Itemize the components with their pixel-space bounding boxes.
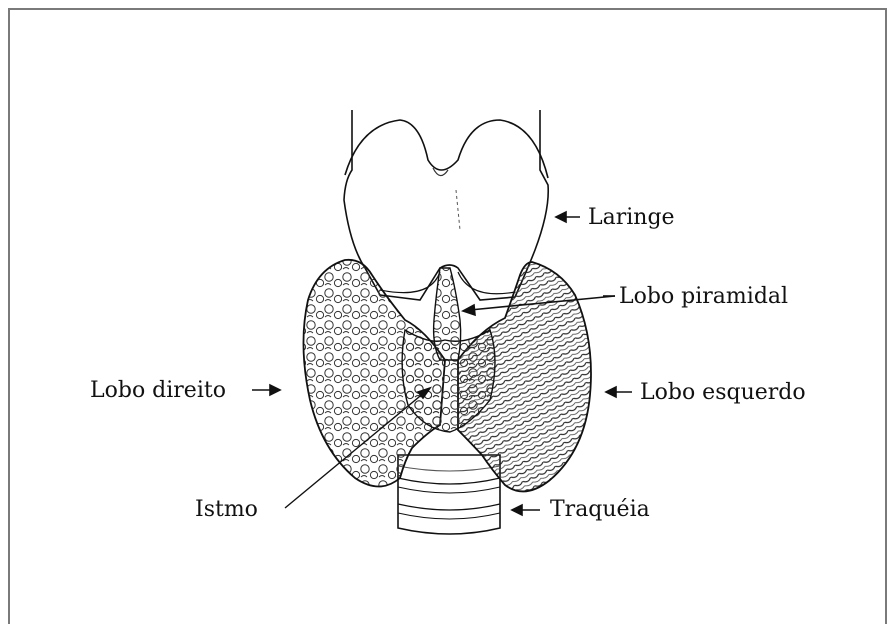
larynx-label: Laringe (588, 207, 675, 229)
trachea-shape (398, 455, 500, 534)
pyramidal-lobe-shape (434, 268, 461, 360)
left-lobe-label: Lobo esquerdo (640, 382, 806, 404)
trachea-label: Traquéia (550, 499, 650, 521)
pyramidal-lobe-label: Lobo piramidal (619, 286, 788, 308)
right-lobe-label: Lobo direito (90, 380, 226, 402)
isthmus-label: Istmo (195, 499, 258, 521)
